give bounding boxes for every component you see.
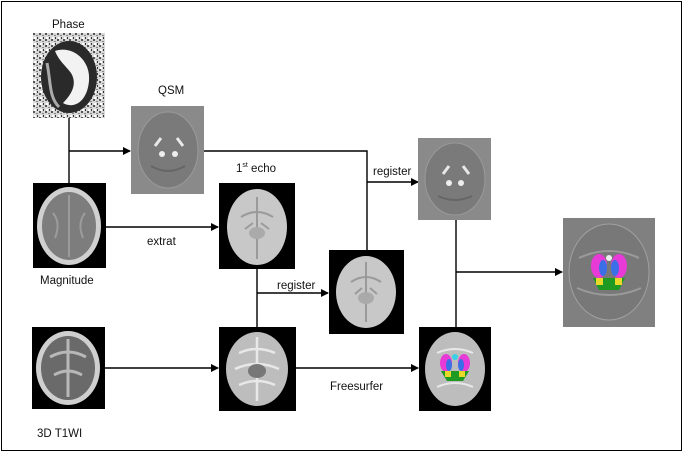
output-qsm-segmentation-image: [563, 218, 655, 327]
registered-echo-image: [329, 250, 404, 334]
t1wi-image: [32, 327, 105, 409]
registered-qsm-image: [418, 138, 491, 220]
register-top-label: register: [373, 166, 412, 178]
first-echo-label: 1st echo: [236, 162, 276, 175]
register-mid-label: register: [277, 280, 316, 292]
magnitude-label: Magnitude: [40, 275, 94, 287]
freesurfer-label: Freesurfer: [330, 381, 384, 393]
phase-label: Phase: [52, 19, 85, 31]
qsm-label: QSM: [158, 85, 185, 97]
magnitude-image: [33, 183, 106, 268]
extrat-label: extrat: [147, 236, 176, 248]
first-echo-image: [219, 183, 295, 269]
t1wi-label: 3D T1WI: [37, 428, 83, 440]
qsm-image: [131, 106, 204, 194]
qsm-to-register-line: [204, 150, 368, 250]
phase-image: [33, 33, 105, 118]
extracted-t1-image: [219, 327, 296, 411]
freesurfer-segmentation-image: [419, 327, 491, 411]
